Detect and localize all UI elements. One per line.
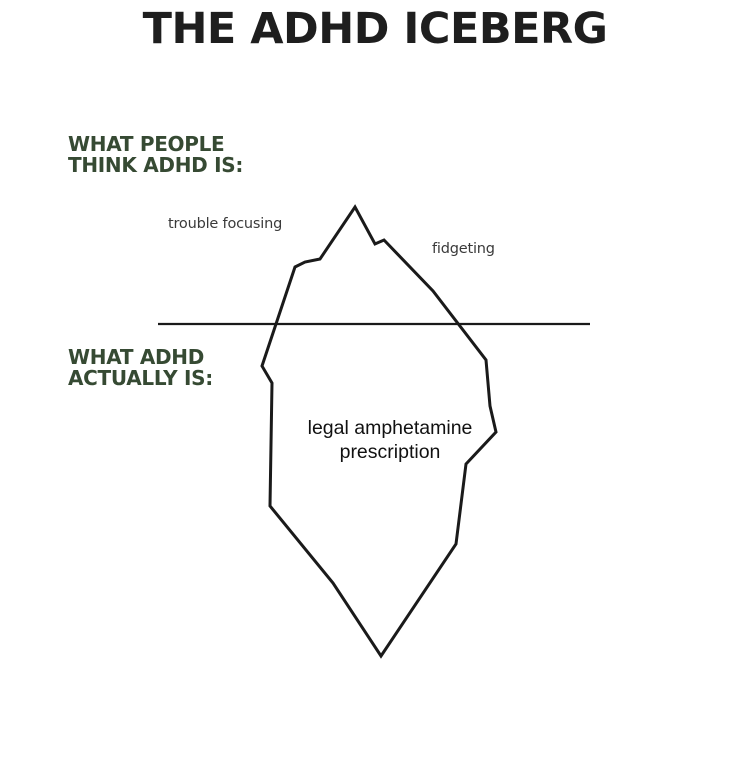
- above-water-heading-line1: WHAT PEOPLE: [68, 132, 225, 156]
- below-water-heading-line2: ACTUALLY IS:: [68, 366, 213, 390]
- underwater-text-line2: prescription: [339, 441, 441, 463]
- page-title: THE ADHD ICEBERG: [142, 4, 608, 54]
- above-water-heading-line2: THINK ADHD IS:: [68, 153, 244, 177]
- iceberg-outline: [260, 204, 498, 659]
- below-water-heading: WHAT ADHD ACTUALLY IS:: [68, 347, 213, 389]
- tip-item-trouble-focusing: trouble focusing: [168, 216, 283, 232]
- below-water-heading-line1: WHAT ADHD: [68, 345, 205, 369]
- above-water-heading: WHAT PEOPLE THINK ADHD IS:: [68, 134, 243, 176]
- underwater-text-line1: legal amphetamine: [307, 417, 473, 439]
- tip-item-fidgeting: fidgeting: [432, 241, 495, 257]
- underwater-text: legal amphetamine prescription: [270, 416, 510, 464]
